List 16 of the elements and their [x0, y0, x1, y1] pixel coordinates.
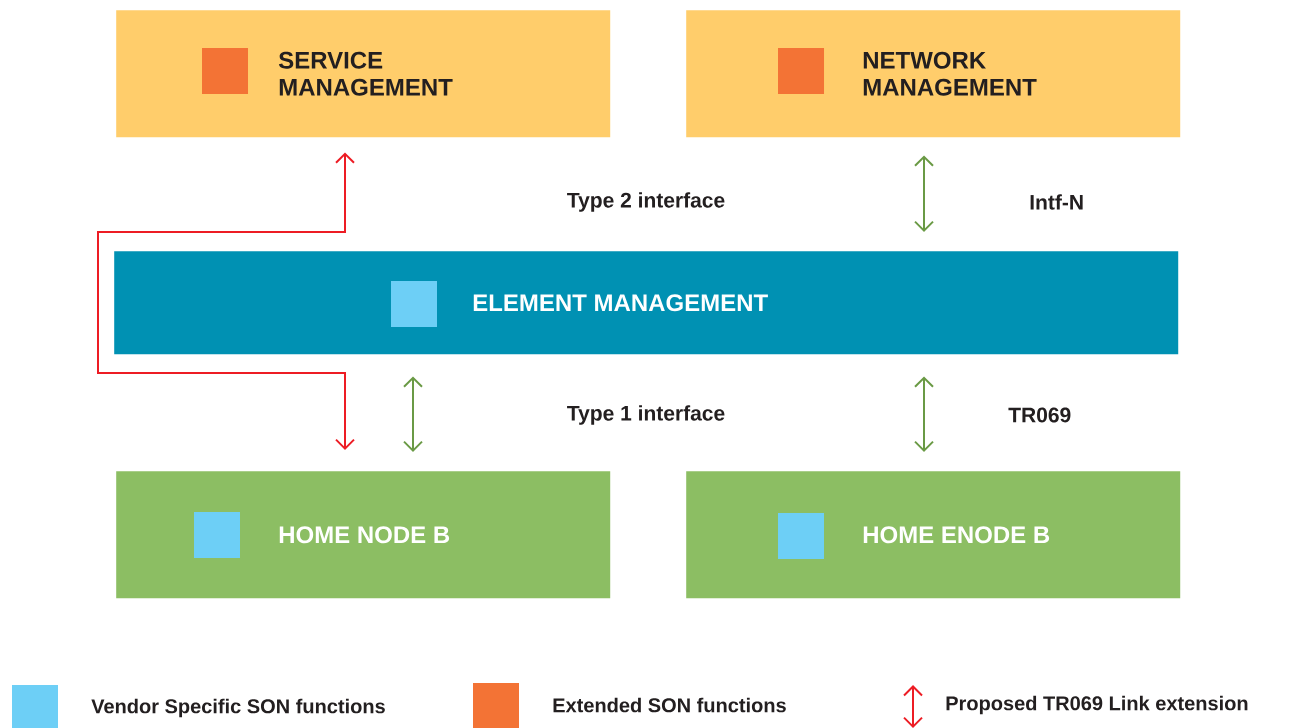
double-arrow — [914, 155, 934, 232]
double-arrow — [403, 376, 423, 452]
interface-label: Type 2 interface — [567, 192, 725, 212]
double-arrow — [97, 152, 355, 450]
legend-label: Extended SON functions — [553, 697, 786, 713]
management-box: SERVICE MANAGEMENT — [116, 10, 611, 138]
management-box: HOME NODE B — [116, 471, 611, 599]
double-arrow — [914, 376, 934, 452]
interface-label: Type 1 interface — [567, 405, 725, 425]
interface-label: Intf-N — [1030, 194, 1083, 210]
interface-label: TR069 — [1008, 407, 1071, 423]
management-box: ELEMENT MANAGEMENT — [114, 251, 1179, 355]
legend-label: Proposed TR069 Link extension — [946, 695, 1248, 715]
legend-label: Vendor Specific SON functions — [91, 698, 385, 718]
management-box: HOME ENODE B — [686, 471, 1181, 599]
management-box: NETWORK MANAGEMENT — [686, 10, 1181, 138]
